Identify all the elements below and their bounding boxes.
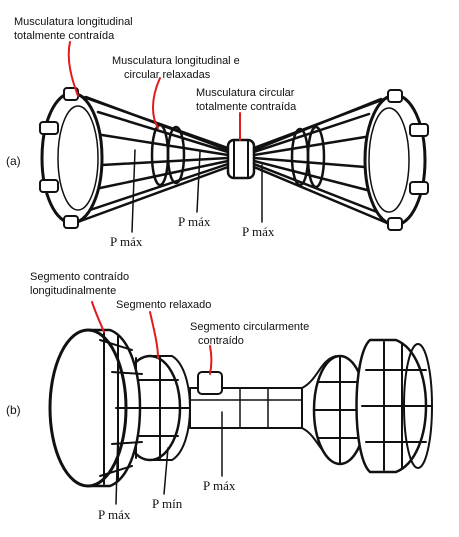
- right-end-ring-inner: [368, 107, 410, 213]
- left-end-tabs: [39, 87, 79, 229]
- right-end-tabs: [387, 89, 429, 231]
- right-contracted-disc: [355, 338, 433, 474]
- panel-b-figure: [48, 328, 433, 505]
- label-circular-segment: Segmento circularmente contraído: [190, 321, 312, 347]
- left-end-ring-inner: [57, 105, 99, 211]
- central-tube: [189, 371, 303, 429]
- left-end-ring: [40, 91, 104, 225]
- left-contracted-disc: [48, 328, 147, 488]
- left-relaxed-ring-2: [166, 125, 186, 185]
- panel-a-figure: [39, 87, 429, 233]
- panel-a-pmax-right: P máx: [242, 224, 275, 239]
- label-relaxed-muscles: Musculatura longitudinal e circular rela…: [112, 55, 243, 81]
- panel-b-pressure-lines: [115, 411, 223, 505]
- panel-a-annotation-pointers: [67, 41, 241, 141]
- panel-a-pressure-lines: [131, 149, 263, 233]
- right-relaxed-ring-2: [306, 125, 326, 189]
- label-longitudinal-contracted: Musculatura longitudinal totalmente cont…: [14, 16, 136, 42]
- label-longitudinal-segment: Segmento contraído longitudinalmente: [30, 271, 132, 297]
- label-relaxed-segment: Segmento relaxado: [116, 299, 211, 311]
- left-longitudinal-bands: [70, 91, 230, 225]
- central-contracted-ring: [226, 138, 256, 180]
- panel-a-pmax-center: P máx: [178, 214, 211, 229]
- panel-b-pmax-left: P máx: [98, 507, 131, 522]
- panel-a-marker: (a): [6, 154, 21, 168]
- panel-b-pmax-right: P máx: [203, 478, 236, 493]
- label-circular-contracted: Musculatura circular totalmente contraíd…: [196, 87, 297, 113]
- panel-b-marker: (b): [6, 403, 21, 417]
- panel-b-pmin: P mín: [152, 496, 183, 511]
- right-end-ring: [363, 93, 427, 227]
- panel-b-annotation-pointers: [91, 301, 213, 375]
- panel-a-pmax-left: P máx: [110, 234, 143, 249]
